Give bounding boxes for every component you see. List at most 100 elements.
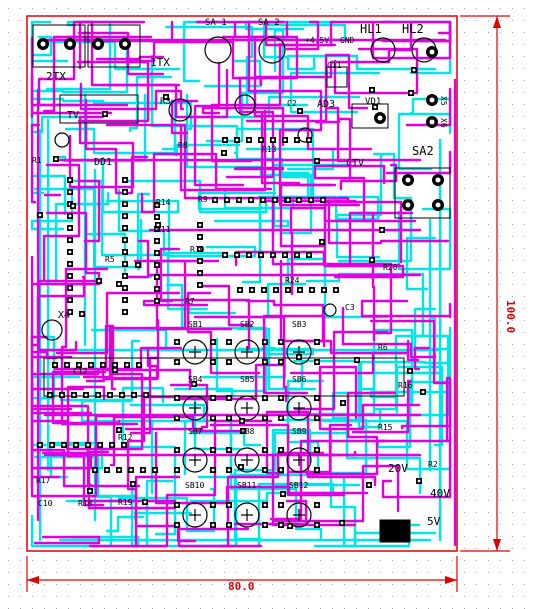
pad-hole <box>175 360 179 364</box>
pad-hole <box>68 286 72 290</box>
pad-hole <box>120 393 124 397</box>
terminal-hole <box>429 97 435 103</box>
terminal-hole <box>122 41 128 47</box>
row-block-outline <box>43 357 405 397</box>
pad-hole <box>211 448 215 452</box>
top-trace <box>193 315 288 403</box>
pad-hole <box>298 109 302 113</box>
dim-height-value: 100.0 <box>504 300 517 333</box>
label-r24: R24 <box>285 276 300 285</box>
top-trace <box>77 31 165 76</box>
silk-labels: SA 1 SA 2 +4.5V GND HL1 HL2 2TX 1TX TV R… <box>32 18 450 528</box>
label-r12: R12 <box>118 433 133 442</box>
top-trace <box>351 379 413 434</box>
pad-hole <box>262 288 266 292</box>
capacitor-body <box>168 98 192 122</box>
pad-hole <box>247 253 251 257</box>
component-block <box>379 519 411 543</box>
switch-body <box>182 502 208 528</box>
pad-hole <box>367 483 371 487</box>
pad-hole <box>131 482 135 486</box>
capacitor-body <box>54 132 70 148</box>
pad-hole <box>80 312 84 316</box>
pad-hole <box>198 283 202 287</box>
label-sb12: SB12 <box>289 481 308 490</box>
pad-hole <box>153 468 157 472</box>
label-c12: C12 <box>73 367 88 376</box>
label-ad3: AD3 <box>317 99 335 110</box>
bottom-trace <box>117 188 229 255</box>
top-trace <box>142 299 209 307</box>
pad-hole <box>249 198 253 202</box>
top-trace <box>104 324 192 391</box>
pad-hole <box>315 360 319 364</box>
label-sb4: SB4 <box>188 375 203 384</box>
top-trace <box>124 383 209 431</box>
pad-hole <box>68 190 72 194</box>
top-trace <box>221 20 299 80</box>
label-r19: R19 <box>118 498 133 507</box>
pad-hole <box>279 468 283 472</box>
pad-hole <box>155 203 159 207</box>
pad-hole <box>123 274 127 278</box>
terminal-hole <box>67 41 73 47</box>
bottom-trace <box>30 35 53 57</box>
pad-hole <box>198 247 202 251</box>
top-trace <box>78 20 181 87</box>
pad-hole <box>198 271 202 275</box>
capacitor-body <box>41 319 63 341</box>
pad-hole <box>315 523 319 527</box>
pad-hole <box>77 363 81 367</box>
top-trace <box>55 291 181 355</box>
label-x5: X5 <box>439 96 448 106</box>
capacitor-body <box>297 127 313 143</box>
pad-hole <box>238 288 242 292</box>
pad-hole <box>263 340 267 344</box>
label-r5: R5 <box>105 255 115 264</box>
dim-width-value: 80.0 <box>228 580 255 593</box>
label-r18: R18 <box>78 499 93 508</box>
label-r11: R11 <box>156 225 171 234</box>
pad-hole <box>259 253 263 257</box>
pad-hole <box>421 390 425 394</box>
pad-hole <box>315 416 319 420</box>
pad-hole <box>250 288 254 292</box>
pad-hole <box>279 340 283 344</box>
top-trace <box>79 82 185 111</box>
pad-hole <box>155 263 159 267</box>
label-r16: R16 <box>398 381 413 390</box>
bottom-trace <box>244 20 338 31</box>
switch-body <box>286 395 312 421</box>
top-trace <box>287 423 353 474</box>
switch-body <box>234 395 260 421</box>
terminal-hole <box>435 177 441 183</box>
switch-body <box>182 395 208 421</box>
pad-hole <box>315 448 319 452</box>
pad-hole <box>211 360 215 364</box>
bottom-trace <box>30 190 74 231</box>
top-trace <box>209 423 346 497</box>
pad-hole <box>211 468 215 472</box>
bottom-trace <box>377 334 450 417</box>
top-trace <box>101 68 229 119</box>
label-xt1: 1TX <box>150 56 170 69</box>
top-trace <box>333 47 419 95</box>
pad-hole <box>60 393 64 397</box>
pad-hole <box>286 198 290 202</box>
pad-hole <box>235 138 239 142</box>
switch-body <box>182 339 208 365</box>
pad-hole <box>68 238 72 242</box>
pad-hole <box>334 288 338 292</box>
pad-hole <box>320 240 324 244</box>
label-r2: R2 <box>428 460 438 469</box>
pad-hole <box>123 238 127 242</box>
pad-hole <box>263 360 267 364</box>
pad-hole <box>141 468 145 472</box>
pad-hole <box>198 235 202 239</box>
pad-hole <box>373 105 377 109</box>
c11-outline <box>326 66 348 88</box>
bottom-trace <box>286 54 437 71</box>
switch-body <box>286 502 312 528</box>
pad-hole <box>72 393 76 397</box>
bottom-trace <box>129 403 206 476</box>
